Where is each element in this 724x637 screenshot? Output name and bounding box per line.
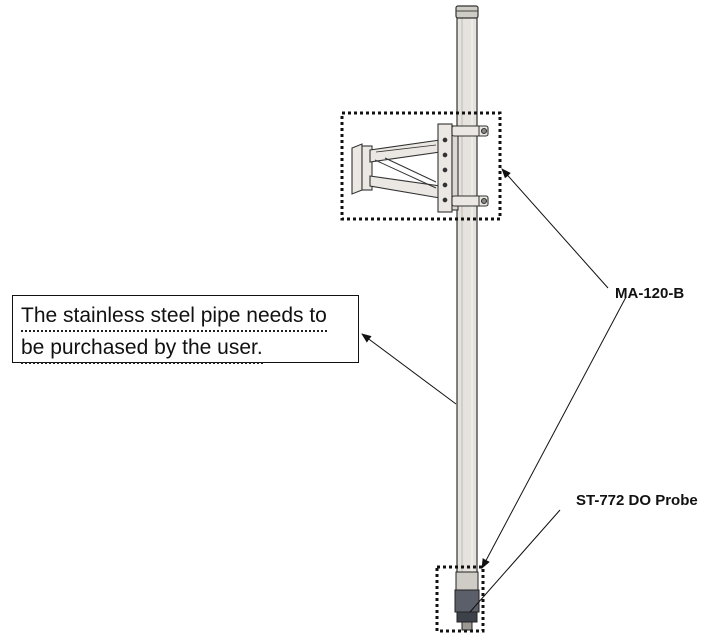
purchase-note-line-1: The stainless steel pipe needs to (21, 302, 327, 332)
purchase-note: The stainless steel pipe needs to be pur… (12, 295, 359, 364)
probe-model-label: ST-772 DO Probe (576, 492, 698, 509)
purchase-note-line-2: be purchased by the user. (21, 334, 263, 364)
bracket-model-label: MA-120-B (615, 285, 685, 302)
wall-bracket (351, 123, 489, 213)
do-probe (454, 571, 480, 631)
probe-dashed-frame (435, 565, 485, 633)
pipe-top-cap (455, 5, 479, 19)
bracket-dashed-frame (340, 111, 502, 221)
probe-leader-line (469, 509, 561, 613)
note-leader-arrow (361, 333, 457, 405)
bracket-leader-line-lower (481, 296, 627, 569)
stainless-steel-pipe (456, 14, 478, 576)
bracket-leader-arrow (501, 168, 609, 289)
